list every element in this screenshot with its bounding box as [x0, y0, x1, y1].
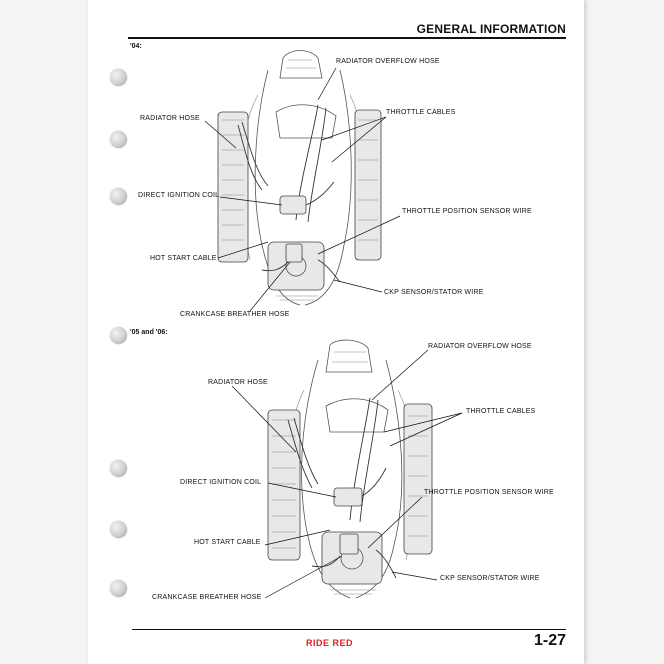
binder-hole	[110, 69, 127, 86]
footer-rule	[132, 629, 566, 630]
callout-hot-start-cable: HOT START CABLE	[194, 539, 261, 546]
binder-hole	[110, 327, 127, 344]
section-label-05-06: '05 and '06:	[130, 329, 168, 336]
footer-brand: RIDE RED	[306, 638, 354, 648]
callout-crankcase-breather-hose: CRANKCASE BREATHER HOSE	[152, 594, 262, 601]
callout-ckp-sensor-stator-wire: CKP SENSOR/STATOR WIRE	[440, 575, 540, 582]
callout-radiator-overflow-hose: RADIATOR OVERFLOW HOSE	[336, 58, 440, 65]
callout-radiator-hose: RADIATOR HOSE	[208, 379, 268, 386]
callout-crankcase-breather-hose: CRANKCASE BREATHER HOSE	[180, 311, 290, 318]
callout-radiator-hose: RADIATOR HOSE	[140, 115, 200, 122]
binder-hole	[110, 580, 127, 597]
diagram-04	[204, 50, 401, 312]
callout-direct-ignition-coil: DIRECT IGNITION COIL	[138, 192, 220, 199]
callout-throttle-position-sensor-wire: THROTTLE POSITION SENSOR WIRE	[424, 489, 554, 496]
header-rule	[128, 37, 566, 39]
callout-hot-start-cable: HOT START CABLE	[150, 255, 217, 262]
binder-hole	[110, 188, 127, 205]
callout-throttle-position-sensor-wire: THROTTLE POSITION SENSOR WIRE	[402, 208, 532, 215]
callout-radiator-overflow-hose: RADIATOR OVERFLOW HOSE	[428, 343, 532, 350]
page-number: 1-27	[533, 632, 566, 649]
binder-hole	[110, 521, 127, 538]
callout-ckp-sensor-stator-wire: CKP SENSOR/STATOR WIRE	[384, 289, 484, 296]
callout-throttle-cables: THROTTLE CABLES	[386, 109, 456, 116]
diagram-05-06	[231, 339, 463, 599]
binder-hole	[110, 131, 127, 148]
binder-hole	[110, 460, 127, 477]
callout-throttle-cables: THROTTLE CABLES	[466, 408, 536, 415]
page-title: GENERAL INFORMATION	[416, 22, 566, 36]
callout-direct-ignition-coil: DIRECT IGNITION COIL	[180, 479, 262, 486]
section-label-04: '04:	[130, 43, 142, 50]
